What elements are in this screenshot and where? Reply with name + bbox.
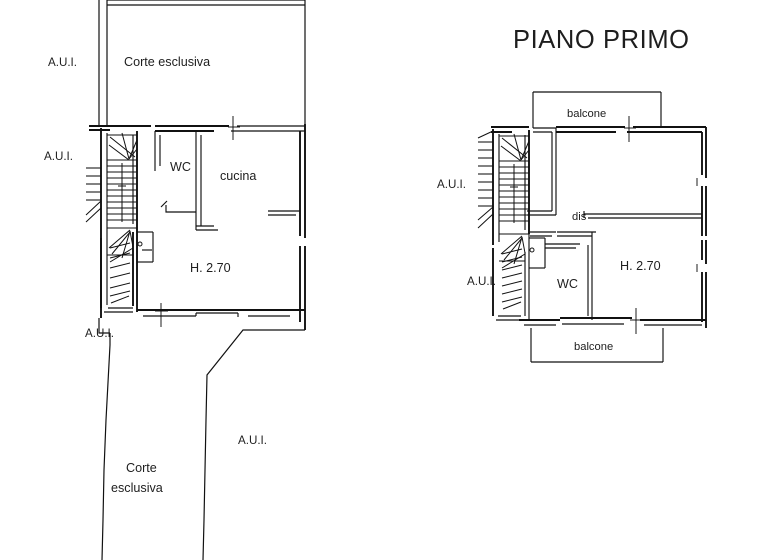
label-wc-left: WC xyxy=(170,160,191,174)
label-height-right: H. 2.70 xyxy=(620,259,661,273)
right-room-partitions xyxy=(557,211,702,241)
label-dis: dis xyxy=(572,211,587,223)
label-corte-bottom-line2: esclusiva xyxy=(111,481,163,495)
upper-courtyard-outline xyxy=(98,0,306,125)
label-height-left: H. 2.70 xyxy=(190,261,231,275)
label-balcone-top: balcone xyxy=(567,108,606,120)
page-title: PIANO PRIMO xyxy=(513,26,690,54)
label-wc-right: WC xyxy=(557,277,578,291)
right-floor-plan-group: balcone xyxy=(437,91,707,363)
label-aui-top: A.U.I. xyxy=(48,56,77,69)
top-balcony-outline xyxy=(532,91,662,128)
right-wc-room xyxy=(524,241,593,320)
label-corte-bottom-line1: Corte xyxy=(126,461,157,475)
left-floor-plan-group: Corte esclusiva A.U.I. xyxy=(44,0,306,560)
label-aui-low: A.U.I. xyxy=(85,327,114,340)
label-aui-mid: A.U.I. xyxy=(44,150,73,163)
left-wc-room xyxy=(154,131,218,231)
right-building-walls xyxy=(491,116,707,334)
left-building-walls xyxy=(89,116,306,330)
label-corte-esclusiva-top: Corte esclusiva xyxy=(124,55,210,69)
right-hallway-walls xyxy=(527,128,580,249)
right-staircase xyxy=(477,129,546,321)
lower-courtyard-outline xyxy=(98,318,305,560)
label-aui-right-lower: A.U.I. xyxy=(467,275,496,288)
label-aui-right-upper: A.U.I. xyxy=(437,178,466,191)
bottom-balcony-outline xyxy=(530,328,664,363)
label-balcone-bottom: balcone xyxy=(574,341,613,353)
label-cucina: cucina xyxy=(220,169,256,183)
left-staircase xyxy=(85,128,154,318)
cucina-openings xyxy=(268,210,300,216)
label-aui-right-low: A.U.I. xyxy=(238,434,267,447)
